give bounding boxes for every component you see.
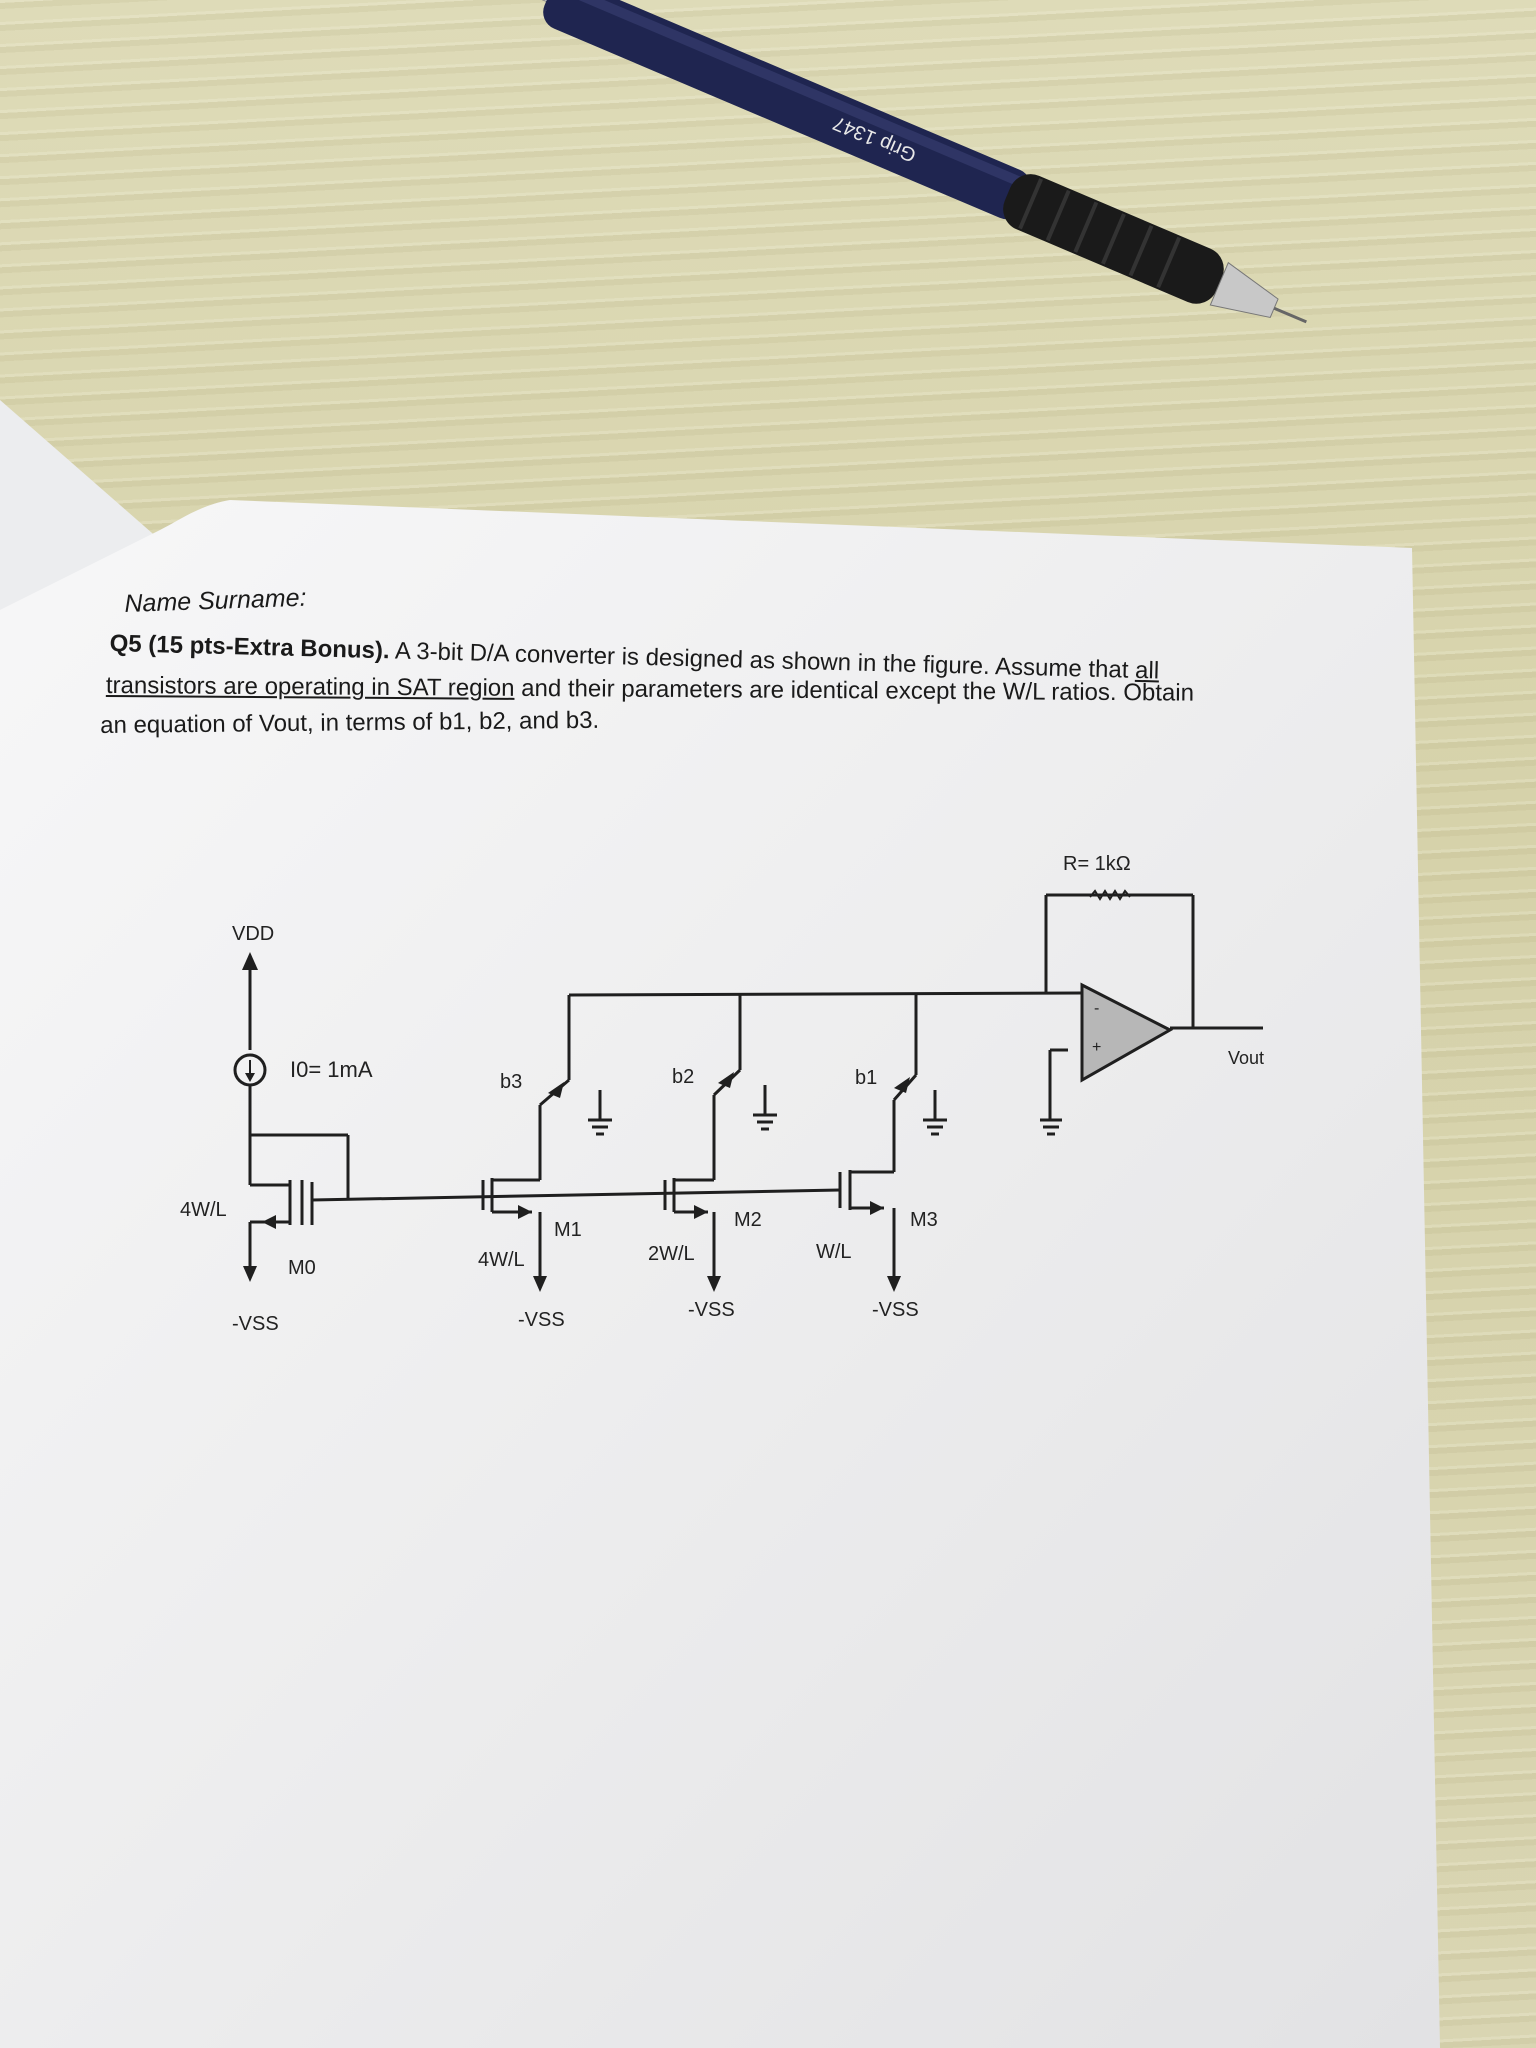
pencil-body — [543, 0, 1031, 220]
m0-vss-label: -VSS — [232, 1313, 279, 1335]
m2-name-label: M2 — [734, 1209, 762, 1231]
resistor-label: R= 1kΩ — [1063, 853, 1131, 875]
opamp-plus-label: + — [1092, 1039, 1101, 1056]
m3-vss-label: -VSS — [872, 1299, 919, 1321]
m1-name-label: M1 — [554, 1219, 582, 1241]
m3-name-label: M3 — [910, 1209, 938, 1231]
m2-vss-label: -VSS — [688, 1299, 735, 1321]
current-source-label: I0= 1mA — [290, 1057, 373, 1082]
switch-b1-label: b1 — [855, 1067, 877, 1089]
vout-label: Vout — [1228, 1048, 1264, 1068]
m3-ratio-label: W/L — [816, 1241, 852, 1263]
mechanical-pencil: Grip 1347 — [485, 0, 1307, 324]
opamp-minus-label: - — [1094, 1000, 1099, 1017]
switch-b2-label: b2 — [672, 1066, 694, 1088]
switch-b3-label: b3 — [500, 1071, 522, 1093]
m1-vss-label: -VSS — [518, 1309, 565, 1331]
m0-name-label: M0 — [288, 1257, 316, 1279]
m0-ratio-label: 4W/L — [180, 1199, 227, 1221]
vdd-label: VDD — [232, 923, 274, 945]
m1-ratio-label: 4W/L — [478, 1249, 525, 1271]
m2-ratio-label: 2W/L — [648, 1243, 695, 1265]
